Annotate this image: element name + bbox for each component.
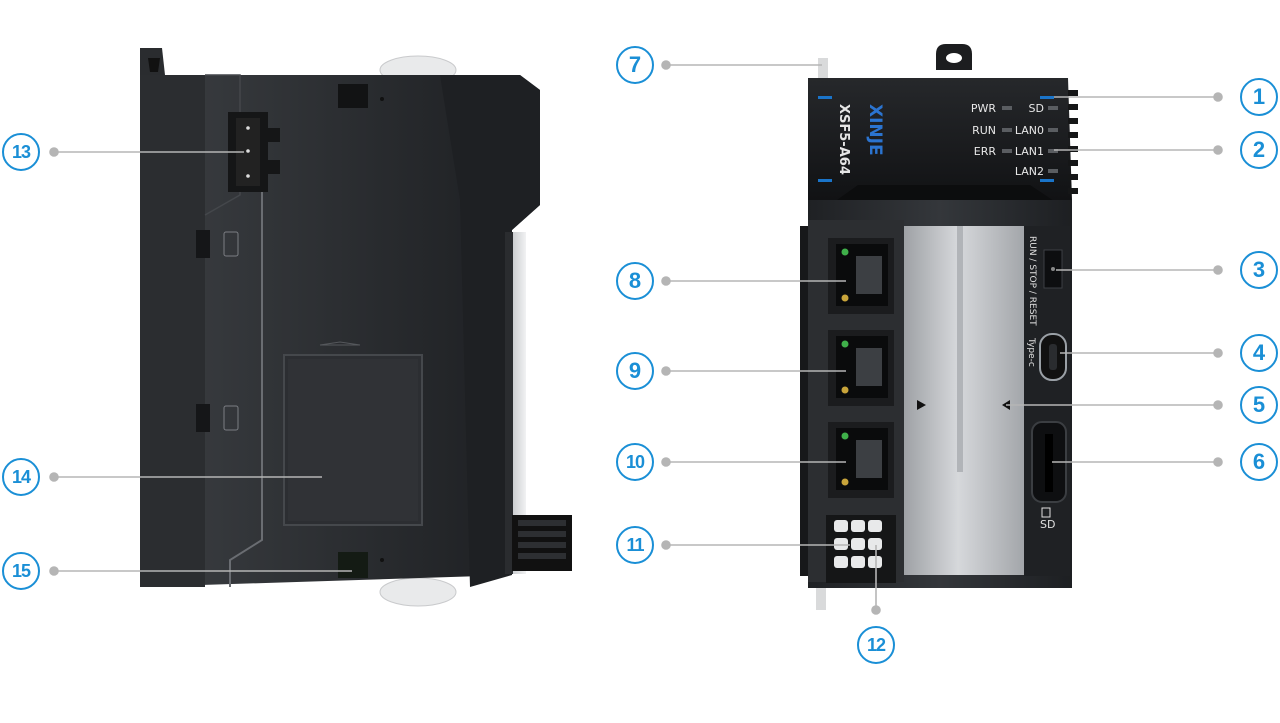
front-view-device xyxy=(800,44,1078,610)
led-label-run: RUN xyxy=(972,124,996,137)
callout-12: 12 xyxy=(857,626,895,664)
callout-6: 6 xyxy=(1240,443,1278,481)
led-label-lan0: LAN0 xyxy=(1015,124,1044,137)
switch-label: RUN / STOP / RESET xyxy=(1027,236,1037,326)
led-label-err: ERR xyxy=(974,145,997,158)
callout-14: 14 xyxy=(2,458,40,496)
callout-3: 3 xyxy=(1240,251,1278,289)
callout-13: 13 xyxy=(2,133,40,171)
callout-2: 2 xyxy=(1240,131,1278,169)
led-label-pwr: PWR xyxy=(971,102,997,115)
led-label-lan1: LAN1 xyxy=(1015,145,1044,158)
callout-9: 9 xyxy=(616,352,654,390)
callout-10: 10 xyxy=(616,443,654,481)
callout-7: 7 xyxy=(616,46,654,84)
sd-card-icon xyxy=(1041,507,1051,518)
brand-logo-text: XINJE xyxy=(865,104,885,156)
sd-label: SD xyxy=(1040,518,1055,531)
side-view-device xyxy=(140,48,572,607)
led-label-lan2: LAN2 xyxy=(1015,165,1044,178)
model-text: XSF5-A64 xyxy=(836,104,851,175)
callout-4: 4 xyxy=(1240,334,1278,372)
callout-11: 11 xyxy=(616,526,654,564)
callout-1: 1 xyxy=(1240,78,1278,116)
ethernet-port-3 xyxy=(828,422,894,498)
callout-5: 5 xyxy=(1240,386,1278,424)
led-label-sd: SD xyxy=(1029,102,1044,115)
callout-15: 15 xyxy=(2,552,40,590)
usb-label: Type-c xyxy=(1026,337,1036,367)
leader-lines xyxy=(49,60,1223,615)
ethernet-port-1 xyxy=(828,238,894,314)
callout-8: 8 xyxy=(616,262,654,300)
ethernet-port-2 xyxy=(828,330,894,406)
